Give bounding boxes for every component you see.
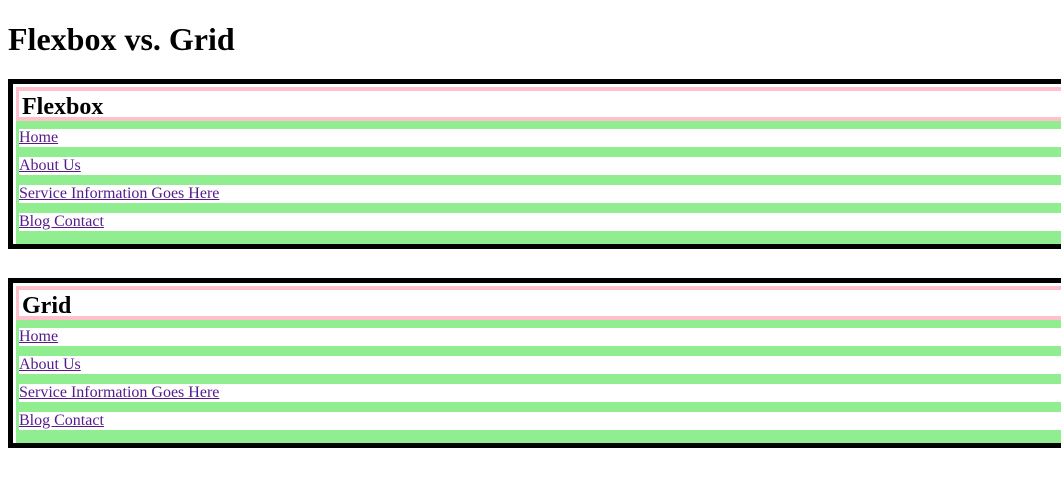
nav-link-about-us[interactable]: About Us: [19, 356, 81, 373]
nav-row: Home: [19, 328, 1061, 346]
nav-link-blog-contact[interactable]: Blog Contact: [19, 213, 104, 230]
nav-link-home[interactable]: Home: [19, 328, 59, 345]
flexbox-nav-container: Flexbox Home About Us Service Informatio…: [16, 87, 1061, 244]
section-title-flexbox: Flexbox: [22, 94, 104, 120]
nav-row: Service Information Goes Here: [19, 185, 1061, 203]
nav-link-home[interactable]: Home: [19, 129, 59, 146]
grid-header-outline: Grid: [16, 286, 1061, 320]
nav-link-about-us[interactable]: About Us: [19, 157, 81, 174]
flexbox-header: Flexbox: [19, 91, 1061, 120]
nav-link-service-information[interactable]: Service Information Goes Here: [19, 185, 220, 202]
nav-row: Service Information Goes Here: [19, 384, 1061, 402]
grid-header: Grid: [19, 290, 1061, 319]
section-title-grid: Grid: [22, 293, 72, 319]
nav-link-service-information[interactable]: Service Information Goes Here: [19, 384, 220, 401]
nav-row: About Us: [19, 157, 1061, 175]
flexbox-header-outline: Flexbox: [16, 87, 1061, 121]
nav-row: About Us: [19, 356, 1061, 374]
nav-link-blog-contact[interactable]: Blog Contact: [19, 412, 104, 429]
nav-row: Blog Contact: [19, 412, 1061, 430]
flexbox-demo: Flexbox Home About Us Service Informatio…: [8, 79, 1061, 249]
nav-row: Blog Contact: [19, 213, 1061, 231]
page-title: Flexbox vs. Grid: [8, 21, 235, 57]
grid-nav-container: Grid Home About Us Service Information G…: [16, 286, 1061, 443]
nav-row: Home: [19, 129, 1061, 147]
grid-demo: Grid Home About Us Service Information G…: [8, 278, 1061, 448]
